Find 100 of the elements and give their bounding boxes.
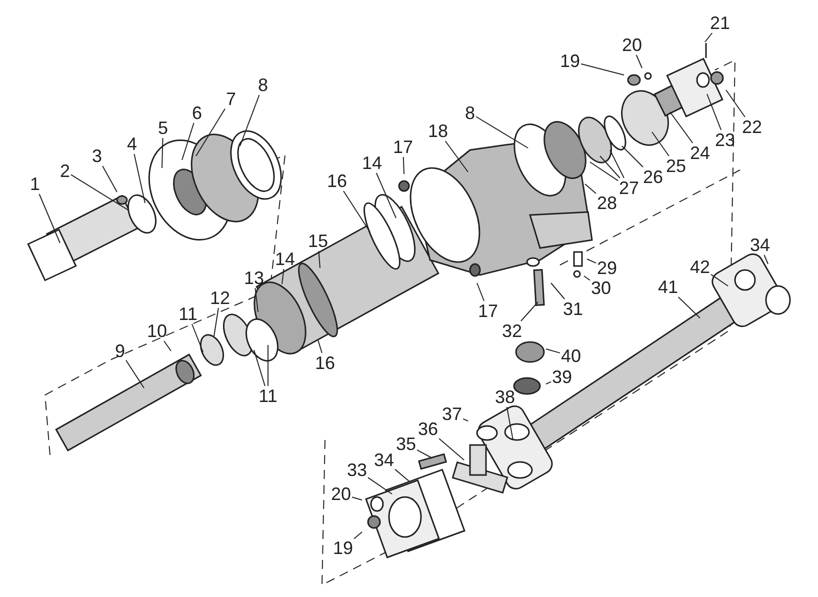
callout-number: 9: [115, 342, 125, 360]
leader-line: [394, 468, 410, 482]
callout-number: 20: [622, 36, 642, 54]
leader-line: [520, 302, 538, 322]
leader-line: [710, 274, 728, 286]
callout-number: 22: [742, 118, 762, 136]
callout-number: 37: [442, 405, 462, 423]
leader-line: [182, 122, 194, 160]
leader-line: [254, 288, 258, 312]
leader-line: [352, 496, 362, 500]
callout-number: 34: [750, 236, 770, 254]
callout-number: 17: [392, 138, 414, 156]
callout-number: 5: [158, 119, 168, 137]
leader-line: [376, 172, 396, 218]
callout-number: 28: [596, 194, 618, 212]
leader-line: [584, 184, 596, 194]
leader-line: [354, 532, 362, 540]
callout-number: 17: [478, 302, 498, 320]
leader-line: [240, 94, 260, 146]
leader-line: [584, 276, 590, 281]
callout-number: 11: [258, 387, 278, 405]
callout-number: 18: [428, 122, 448, 140]
leader-line: [162, 138, 164, 168]
callout-number: 16: [314, 354, 336, 372]
callout-number: 25: [666, 157, 686, 175]
leader-line: [476, 282, 485, 302]
leader-line: [416, 449, 432, 458]
leader-line: [164, 340, 172, 352]
callout-number: 31: [562, 300, 584, 318]
callout-number: 19: [332, 539, 354, 557]
leader-line: [368, 477, 392, 494]
leader-line: [580, 63, 624, 76]
callout-number: 20: [330, 485, 352, 503]
callout-number: 6: [192, 104, 202, 122]
callout-number: 7: [226, 90, 236, 108]
leader-line: [546, 381, 552, 384]
callout-number: 11: [178, 305, 198, 323]
callout-number: 15: [308, 232, 328, 250]
callout-number: 24: [690, 144, 710, 162]
callout-number: 33: [346, 461, 368, 479]
callout-number: 41: [658, 278, 678, 296]
callout-number: 19: [560, 52, 580, 70]
leader-line: [444, 140, 468, 172]
callout-number: 36: [418, 420, 438, 438]
callout-number: 13: [244, 269, 264, 287]
leader-line: [586, 258, 596, 264]
callout-number: 10: [146, 322, 168, 340]
leader-line: [462, 418, 468, 422]
leader-line: [191, 324, 204, 352]
leader-line: [652, 132, 670, 156]
leader-line: [610, 150, 624, 178]
leader-line: [726, 90, 746, 118]
callout-number: 4: [127, 135, 137, 153]
callout-number: 29: [596, 259, 618, 277]
callout-number: 8: [465, 104, 475, 122]
callout-number: 14: [362, 154, 382, 172]
callout-number: 23: [714, 131, 736, 149]
callout-number: 8: [258, 76, 268, 94]
leader-line: [590, 162, 618, 182]
leader-line: [670, 112, 694, 144]
leader-line: [70, 174, 128, 210]
callout-number: 21: [710, 14, 730, 32]
callout-number: 16: [326, 172, 348, 190]
callout-number: 27: [618, 179, 640, 197]
leader-line: [214, 308, 219, 336]
callout-number: 1: [30, 175, 40, 193]
leader-line: [546, 348, 560, 354]
leader-line: [476, 116, 528, 148]
leader-line: [126, 360, 144, 388]
leader-line: [636, 54, 642, 68]
callout-number: 30: [590, 279, 612, 297]
leader-line: [622, 146, 644, 168]
callout-number: 32: [502, 322, 522, 340]
leader-line: [678, 296, 700, 318]
leader-line: [600, 156, 620, 178]
leader-line: [196, 108, 226, 156]
leader-line: [318, 340, 322, 354]
leader-line: [38, 194, 60, 244]
callout-number: 38: [494, 388, 516, 406]
leader-line: [402, 156, 404, 174]
leader-line: [282, 268, 284, 284]
callout-number: 12: [210, 289, 230, 307]
callout-number: 40: [560, 347, 582, 365]
leader-line: [438, 438, 464, 460]
callout-number: 35: [396, 435, 416, 453]
callout-number: 42: [690, 258, 710, 276]
callout-number: 26: [642, 168, 664, 186]
callout-number: 14: [274, 250, 296, 268]
callout-number: 39: [552, 368, 572, 386]
leader-line: [102, 166, 118, 192]
leader-line: [134, 154, 146, 204]
leader-line: [318, 250, 320, 268]
callout-number: 3: [92, 147, 102, 165]
callout-number: 2: [60, 162, 70, 180]
leader-line: [550, 282, 566, 300]
leader-line: [342, 190, 370, 232]
leader-line: [254, 350, 266, 386]
leader-line: [706, 94, 722, 130]
leader-line: [764, 254, 768, 264]
leader-line: [704, 32, 713, 42]
